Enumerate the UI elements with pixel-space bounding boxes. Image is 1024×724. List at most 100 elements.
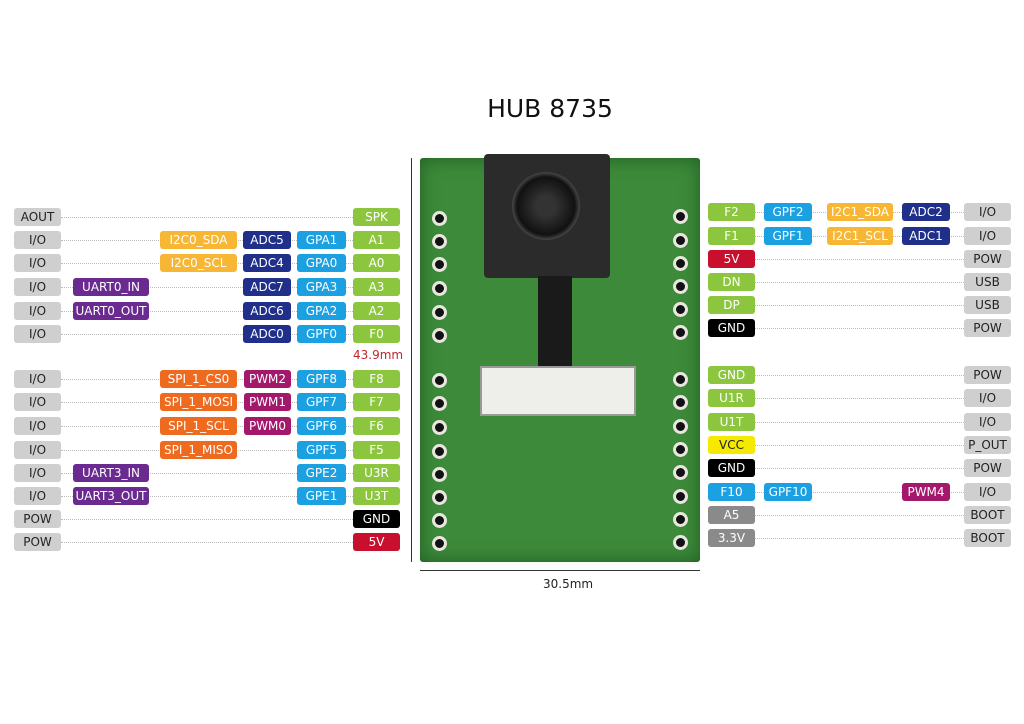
leader-line (755, 422, 964, 423)
header-pin-hole (673, 465, 688, 480)
leader-line (755, 305, 964, 306)
header-pin-hole (673, 419, 688, 434)
type-label: I/O (14, 302, 61, 320)
pwm-label: PWM0 (244, 417, 291, 435)
height-dimension-label: 43.9mm (353, 348, 404, 362)
right-pin-row: U1R I/O (0, 389, 1024, 407)
adc-label: ADC2 (902, 203, 950, 221)
pin-label: U1R (708, 389, 755, 407)
header-pin-hole (673, 489, 688, 504)
leader-line (755, 398, 964, 399)
adc-label: ADC6 (243, 302, 291, 320)
uart-label: UART3_OUT (73, 487, 149, 505)
left-pin-row: I/O UART3_IN GPE2 U3R (0, 464, 1024, 482)
type-label: USB (964, 273, 1011, 291)
header-pin-hole (432, 467, 447, 482)
leader-line (61, 334, 353, 335)
header-pin-hole (673, 279, 688, 294)
gpio-label: GPF5 (297, 441, 346, 459)
adc-label: ADC1 (902, 227, 950, 245)
pin-label: A1 (353, 231, 400, 249)
leader-line (755, 468, 964, 469)
leader-line (61, 496, 353, 497)
leader-line (61, 311, 353, 312)
pin-label: A5 (708, 506, 755, 524)
height-dimension-line (411, 158, 412, 562)
header-pin-hole (432, 396, 447, 411)
type-label: BOOT (964, 506, 1011, 524)
pin-label: A0 (353, 254, 400, 272)
i2c-label: I2C1_SDA (827, 203, 893, 221)
pin-label: 5V (353, 533, 400, 551)
gpio-label: GPF6 (297, 417, 346, 435)
header-pin-hole (673, 209, 688, 224)
header-pin-hole (432, 373, 447, 388)
type-label: AOUT (14, 208, 61, 226)
leader-line (755, 538, 964, 539)
type-label: I/O (14, 417, 61, 435)
pin-label: A2 (353, 302, 400, 320)
pin-label: F10 (708, 483, 755, 501)
header-pin-hole (673, 395, 688, 410)
header-pin-hole (673, 233, 688, 248)
gpio-label: GPF0 (297, 325, 346, 343)
spi-label: SPI_1_MISO (160, 441, 237, 459)
type-label: I/O (964, 203, 1011, 221)
type-label: I/O (964, 227, 1011, 245)
pin-label: U1T (708, 413, 755, 431)
pin-label: F8 (353, 370, 400, 388)
type-label: I/O (964, 389, 1011, 407)
type-label: POW (14, 533, 61, 551)
leader-line (755, 445, 964, 446)
pin-label: F5 (353, 441, 400, 459)
type-label: POW (964, 459, 1011, 477)
leader-line (61, 542, 353, 543)
camera-module (484, 154, 610, 278)
pin-label: 5V (708, 250, 755, 268)
leader-line (61, 473, 353, 474)
type-label: I/O (14, 325, 61, 343)
uart-label: UART3_IN (73, 464, 149, 482)
type-label: I/O (14, 231, 61, 249)
leader-line (61, 217, 353, 218)
pin-label: U3R (353, 464, 400, 482)
pin-label: GND (708, 366, 755, 384)
type-label: I/O (14, 254, 61, 272)
pin-label: F1 (708, 227, 755, 245)
pin-label: GND (353, 510, 400, 528)
i2c-label: I2C1_SCL (827, 227, 893, 245)
header-pin-hole (432, 328, 447, 343)
leader-line (755, 375, 964, 376)
type-label: I/O (14, 464, 61, 482)
left-pin-row: POW 5V (0, 533, 1024, 551)
gpio-label: GPA3 (297, 278, 346, 296)
header-pin-hole (432, 305, 447, 320)
pin-label: SPK (353, 208, 400, 226)
pin-label: 3.3V (708, 529, 755, 547)
header-pin-hole (673, 442, 688, 457)
i2c-label: I2C0_SDA (160, 231, 237, 249)
width-dimension-label: 30.5mm (543, 577, 594, 591)
leader-line (755, 259, 964, 260)
header-pin-hole (432, 420, 447, 435)
gpio-label: GPE2 (297, 464, 346, 482)
fpc-connector (480, 366, 636, 416)
header-pin-hole (673, 372, 688, 387)
header-pin-hole (432, 444, 447, 459)
pin-label: F6 (353, 417, 400, 435)
pwm-label: PWM4 (902, 483, 950, 501)
type-label: I/O (14, 487, 61, 505)
